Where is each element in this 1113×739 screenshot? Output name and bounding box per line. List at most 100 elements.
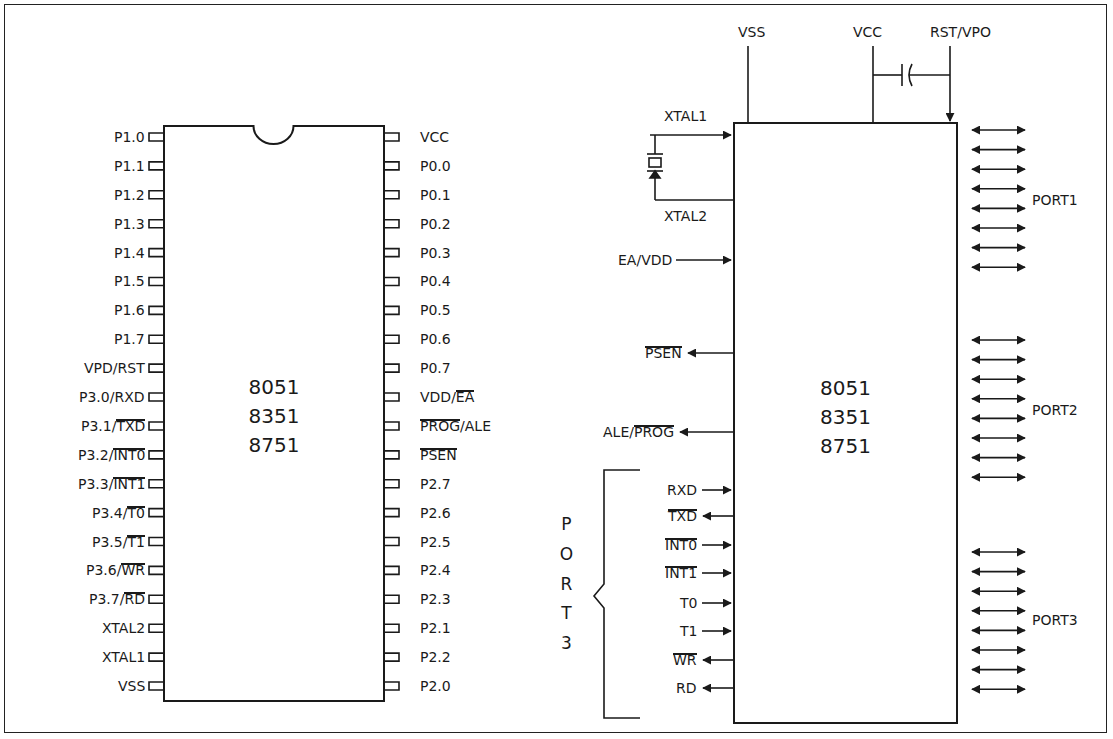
pin-name: XTAL2 <box>102 619 145 637</box>
pin-lead <box>385 538 399 546</box>
chip-body: 8051 8351 8751 <box>163 125 385 702</box>
pin-lead <box>149 682 163 690</box>
overline-bar <box>127 535 144 537</box>
pin-lead <box>385 133 399 141</box>
overline-bar <box>645 346 682 348</box>
pin-lead <box>149 566 163 574</box>
pin-lead <box>385 566 399 574</box>
port-name: PORT3 <box>1032 611 1078 629</box>
pin-lead <box>385 191 399 199</box>
pin-name: P1.3 <box>114 215 145 233</box>
pin-lead <box>149 480 163 488</box>
pin-lead <box>385 653 399 661</box>
pin-lead <box>385 364 399 372</box>
crystal-arrow <box>650 171 660 178</box>
signal-name: T0 <box>680 594 697 612</box>
vss-wire <box>747 46 749 122</box>
pin-name: XTAL1 <box>102 648 145 666</box>
pin-name: P2.7 <box>420 475 451 493</box>
chip-outline <box>164 126 384 701</box>
signal-name: XTAL2 <box>664 207 707 225</box>
port-bus-arrow <box>972 398 1025 400</box>
pin-name: P3.0/RXD <box>79 388 145 406</box>
chip-outline <box>734 123 957 723</box>
port-bus-arrow <box>972 418 1025 420</box>
pin-name: P0.3 <box>420 244 451 262</box>
pin-name: P2.2 <box>420 648 451 666</box>
signal-name: VCC <box>853 23 882 41</box>
overline-bar <box>456 390 474 392</box>
cap-wire <box>909 74 950 76</box>
signal-arrow <box>702 544 731 546</box>
port-name: PORT2 <box>1032 401 1078 419</box>
port-bus-arrow <box>972 649 1025 651</box>
port-bus-arrow <box>972 227 1025 229</box>
pin-lead <box>385 220 399 228</box>
pin-lead <box>385 509 399 517</box>
signal-arrow <box>703 687 733 689</box>
pin-name: P0.0 <box>420 157 451 175</box>
rst-arrow <box>949 46 951 121</box>
psen-arrow <box>688 352 733 354</box>
signal-arrow <box>702 572 731 574</box>
pin-lead <box>149 249 163 257</box>
chip-body: 8051 8351 8751 <box>733 122 958 724</box>
xtal1-arrow <box>650 134 731 136</box>
pin-lead <box>385 335 399 343</box>
ale-arrow <box>680 431 733 433</box>
overline-bar <box>113 448 145 450</box>
port-bus-arrow <box>972 208 1025 210</box>
pin-name: P0.5 <box>420 301 451 319</box>
signal-arrow <box>703 515 733 517</box>
signal-arrow <box>703 659 733 661</box>
port-bus-arrow <box>972 457 1025 459</box>
port-bus-arrow <box>972 149 1025 151</box>
port-bus-arrow <box>972 266 1025 268</box>
port-bus-arrow <box>972 590 1025 592</box>
pin-lead <box>149 451 163 459</box>
pin-lead <box>385 277 399 285</box>
overline-bar <box>665 538 697 540</box>
pin-lead <box>385 480 399 488</box>
pin-lead <box>149 220 163 228</box>
pin-name: P1.1 <box>114 157 145 175</box>
pin-lead <box>149 393 163 401</box>
xtal2-wire <box>655 199 733 201</box>
port-bus-arrow <box>972 669 1025 671</box>
port-bus-arrow <box>972 476 1025 478</box>
signal-arrow <box>702 489 731 491</box>
pin-name: P0.2 <box>420 215 451 233</box>
overline-bar <box>124 592 145 594</box>
pin-lead <box>385 682 399 690</box>
pin-name: P2.0 <box>420 677 451 695</box>
pin-name: P2.3 <box>420 590 451 608</box>
signal-name: XTAL1 <box>664 107 707 125</box>
pin-lead <box>149 595 163 603</box>
pin-lead <box>385 451 399 459</box>
pin-lead <box>149 162 163 170</box>
page-frame <box>4 4 1107 733</box>
port-bus-arrow <box>972 168 1025 170</box>
pin-lead <box>149 335 163 343</box>
pin-name: P1.0 <box>114 128 145 146</box>
pin-lead <box>385 595 399 603</box>
signal-name: T1 <box>680 622 697 640</box>
pin-lead <box>149 306 163 314</box>
signal-name: EA/VDD <box>618 251 672 269</box>
signal-arrow <box>702 630 731 632</box>
signal-name: RXD <box>667 481 697 499</box>
overline-bar <box>127 506 144 508</box>
pin-lead <box>385 422 399 430</box>
cap-wire <box>873 74 902 76</box>
pin-name: P0.1 <box>420 186 451 204</box>
overline-bar <box>634 425 674 427</box>
pin-name: P2.1 <box>420 619 451 637</box>
ea-arrow <box>676 259 731 261</box>
port-bus-arrow <box>972 551 1025 553</box>
pin-name: P1.4 <box>114 244 145 262</box>
pin-name: P2.5 <box>420 533 451 551</box>
pin-lead <box>149 191 163 199</box>
overline-bar <box>665 566 697 568</box>
pin-lead <box>385 162 399 170</box>
